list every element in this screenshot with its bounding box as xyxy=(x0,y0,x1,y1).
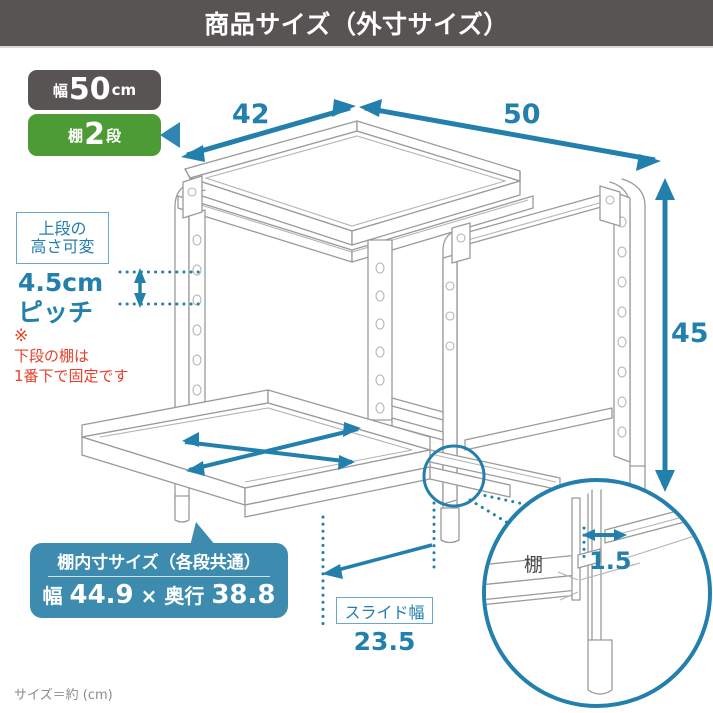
inner-depth-value: 38.8 xyxy=(211,580,276,610)
slide-width-label: スライド幅 xyxy=(336,597,433,624)
badge-width-value: 50 xyxy=(68,72,111,107)
callout-pointer xyxy=(190,522,216,546)
dimension-depth: 42 xyxy=(232,99,270,130)
page-title: 商品サイズ（外寸サイズ） xyxy=(204,10,509,39)
callout-divider xyxy=(48,576,270,577)
variable-height-note: 上段の 高さ可変 xyxy=(16,212,109,264)
variable-height-line1: 上段の xyxy=(38,219,87,239)
inner-size-times: × xyxy=(140,584,158,608)
inner-size-values: 幅 44.9 × 奥行 38.8 xyxy=(30,580,288,610)
badge-shelf-prefix: 棚 xyxy=(68,126,84,145)
badge-width-unit: cm xyxy=(111,81,137,99)
left-arrow-icon xyxy=(160,122,180,148)
fixed-shelf-note: ※ 下段の棚は 1番下で固定です xyxy=(14,325,174,386)
inner-width-label: 幅 xyxy=(42,584,63,608)
slide-width-value: 23.5 xyxy=(353,627,416,656)
inner-depth-label: 奥行 xyxy=(164,584,205,608)
size-footnote: サイズ＝約 (cm) xyxy=(14,688,113,703)
inner-width-value: 44.9 xyxy=(69,580,134,610)
dimension-width: 50 xyxy=(503,99,541,130)
pitch-unit: ピッチ xyxy=(18,297,94,327)
inner-size-callout: 棚内寸サイズ（各段共通） 幅 44.9 × 奥行 38.8 xyxy=(30,543,288,618)
detail-shelf-label: 棚 xyxy=(524,554,544,576)
note-asterisk: ※ xyxy=(14,326,29,346)
dimension-height: 45 xyxy=(671,318,709,349)
variable-height-line2: 高さ可変 xyxy=(30,237,95,256)
header-bar xyxy=(0,0,713,48)
note-line2: 1番下で固定です xyxy=(14,366,129,385)
badge-shelf-suffix: 段 xyxy=(105,126,121,145)
pitch-value: 4.5cm xyxy=(18,268,104,297)
note-line1: 下段の棚は xyxy=(14,347,90,366)
badge-width-prefix: 幅 xyxy=(52,81,68,100)
pitch-note: 4.5cm ピッチ xyxy=(18,268,128,327)
inner-size-title: 棚内寸サイズ（各段共通） xyxy=(57,553,261,573)
badge-shelf-value: 2 xyxy=(84,117,105,152)
detail-thickness-value: 1.5 xyxy=(589,547,632,575)
